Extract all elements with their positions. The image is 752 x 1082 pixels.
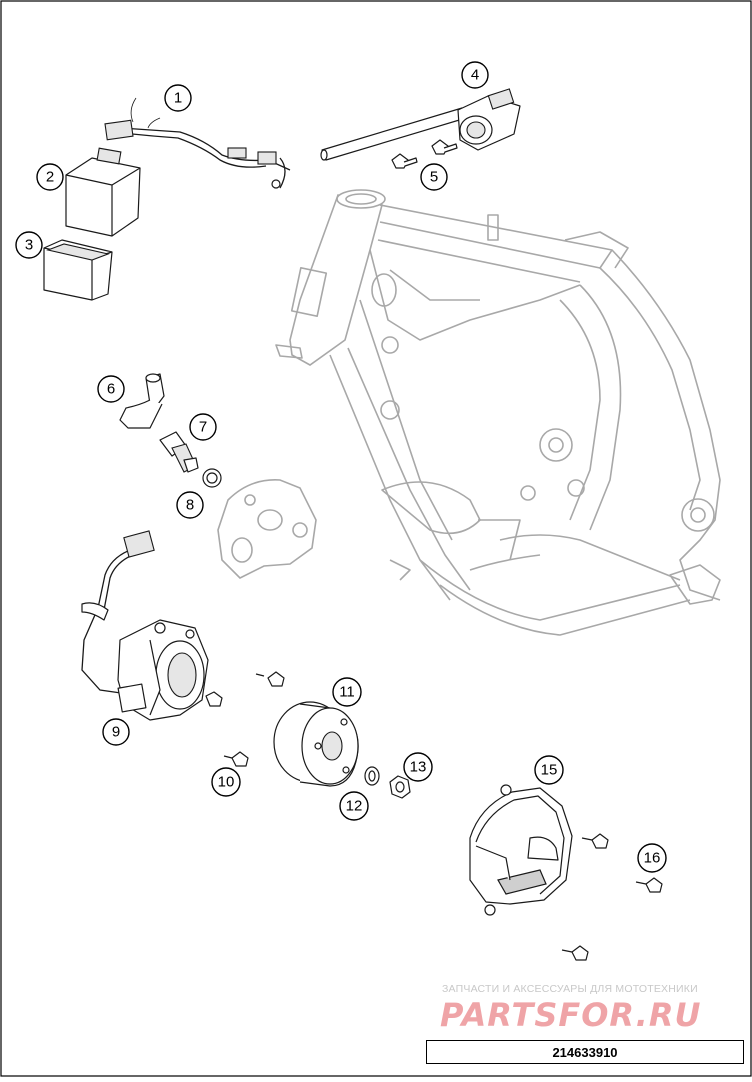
callout-label: 15	[541, 762, 558, 779]
coil-screws	[391, 139, 458, 169]
callout-label: 8	[186, 497, 194, 514]
callout-4: 4	[461, 61, 489, 89]
flywheel-rotor	[273, 701, 359, 787]
callout-12: 12	[339, 791, 369, 821]
callout-2: 2	[36, 163, 64, 191]
washer	[364, 766, 380, 786]
callout-16: 16	[637, 843, 667, 873]
callout-label: 6	[107, 381, 115, 398]
drawing-number: 214633910	[552, 1044, 618, 1060]
callout-label: 1	[174, 90, 182, 107]
sealing-ring	[202, 468, 222, 488]
callout-8: 8	[176, 491, 204, 519]
callout-7: 7	[189, 413, 217, 441]
cdi-rubber-holder	[43, 239, 113, 301]
callout-3: 3	[15, 231, 43, 259]
cover-screws	[561, 833, 663, 961]
wiring-harness	[104, 97, 291, 189]
callout-label: 10	[218, 774, 235, 791]
callout-label: 9	[112, 724, 120, 741]
callout-label: 2	[46, 169, 54, 186]
watermark-logo: PARTSFOR.RU	[440, 996, 702, 1034]
callout-label: 12	[346, 798, 363, 815]
stator-screws	[205, 671, 285, 767]
callout-13: 13	[403, 752, 433, 782]
flywheel-nut	[389, 775, 411, 799]
callout-label: 13	[410, 759, 427, 776]
callout-6: 6	[97, 375, 125, 403]
callout-label: 16	[644, 850, 661, 867]
callout-11: 11	[332, 677, 362, 707]
spark-plug-connector	[119, 373, 165, 429]
callout-15: 15	[534, 755, 564, 785]
cdi-box	[65, 147, 141, 237]
motorcycle-frame	[275, 189, 721, 636]
callout-10: 10	[211, 767, 241, 797]
callout-label: 4	[471, 67, 479, 84]
callout-5: 5	[420, 163, 448, 191]
ignition-coil	[320, 88, 521, 161]
ignition-cover	[469, 784, 573, 916]
watermark-tagline: ЗАПЧАСТИ И АКСЕССУАРЫ ДЛЯ МОТОТЕХНИКИ	[442, 983, 698, 995]
spark-plug	[159, 431, 199, 473]
callout-label: 11	[339, 684, 355, 701]
callout-9: 9	[102, 718, 130, 746]
callout-1: 1	[164, 84, 192, 112]
cylinder-head-reference	[217, 479, 317, 579]
callout-label: 5	[430, 169, 438, 186]
stator-assembly	[81, 530, 209, 721]
callout-label: 7	[199, 419, 207, 436]
callout-label: 3	[25, 237, 33, 254]
drawing-number-box: 214633910	[426, 1040, 744, 1064]
